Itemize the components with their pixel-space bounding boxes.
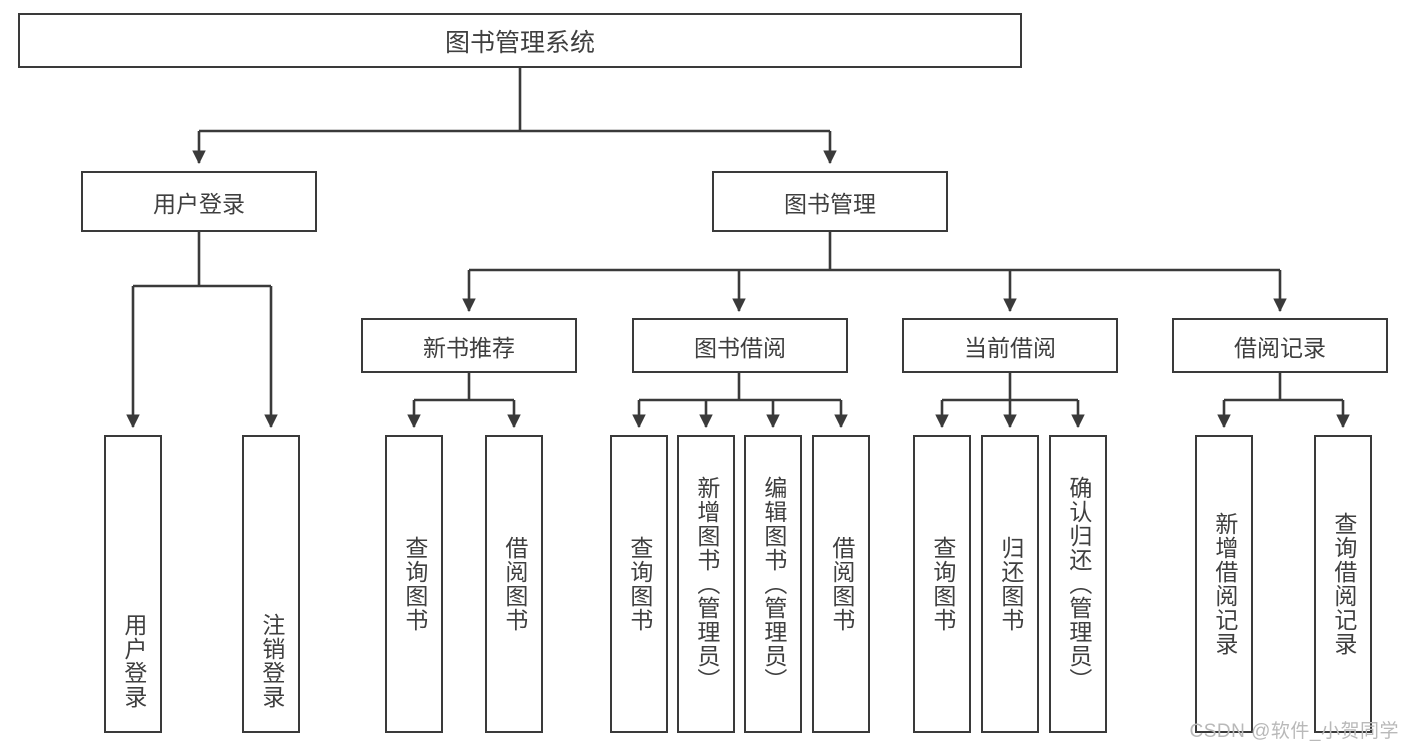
leaf-query-borrow-record-label: 查询借阅记录 (1330, 512, 1357, 656)
leaf-query-book-1-label: 查询图书 (401, 536, 428, 632)
leaf-confirm-return-admin-label: 确认归还（管理员） (1065, 476, 1092, 692)
leaf-logout-label: 注销登录 (258, 613, 285, 709)
leaf-add-borrow-record[interactable]: 新增借阅记录 (1195, 435, 1253, 733)
leaf-query-book-3[interactable]: 查询图书 (913, 435, 971, 733)
node-current-borrow[interactable]: 当前借阅 (902, 318, 1118, 373)
node-user-login[interactable]: 用户登录 (81, 171, 317, 232)
node-book-management[interactable]: 图书管理 (712, 171, 948, 232)
leaf-user-login-label: 用户登录 (120, 613, 147, 709)
node-book-management-label: 图书管理 (784, 190, 876, 217)
leaf-confirm-return-admin[interactable]: 确认归还（管理员） (1049, 435, 1107, 733)
leaf-add-book-admin-label: 新增图书（管理员） (693, 476, 720, 692)
leaf-query-borrow-record[interactable]: 查询借阅记录 (1314, 435, 1372, 733)
node-new-book-recommend-label: 新书推荐 (423, 334, 515, 361)
leaf-return-book[interactable]: 归还图书 (981, 435, 1039, 733)
leaf-query-book-2[interactable]: 查询图书 (610, 435, 668, 733)
leaf-query-book-3-label: 查询图书 (929, 536, 956, 632)
leaf-add-book-admin[interactable]: 新增图书（管理员） (677, 435, 735, 733)
leaf-logout[interactable]: 注销登录 (242, 435, 300, 733)
node-new-book-recommend[interactable]: 新书推荐 (361, 318, 577, 373)
leaf-borrow-book-2[interactable]: 借阅图书 (812, 435, 870, 733)
node-user-login-label: 用户登录 (153, 190, 245, 217)
leaf-return-book-label: 归还图书 (997, 536, 1024, 632)
leaf-edit-book-admin-label: 编辑图书（管理员） (760, 476, 787, 692)
node-book-borrow[interactable]: 图书借阅 (632, 318, 848, 373)
node-borrow-record[interactable]: 借阅记录 (1172, 318, 1388, 373)
node-borrow-record-label: 借阅记录 (1234, 334, 1326, 361)
node-root-label: 图书管理系统 (444, 28, 595, 57)
node-current-borrow-label: 当前借阅 (964, 334, 1056, 361)
leaf-borrow-book-2-label: 借阅图书 (828, 536, 855, 632)
watermark: CSDN @软件_小贺同学 (1189, 721, 1399, 742)
node-root[interactable]: 图书管理系统 (18, 13, 1022, 68)
leaf-borrow-book-1[interactable]: 借阅图书 (485, 435, 543, 733)
leaf-edit-book-admin[interactable]: 编辑图书（管理员） (744, 435, 802, 733)
leaf-add-borrow-record-label: 新增借阅记录 (1211, 512, 1238, 656)
leaf-query-book-2-label: 查询图书 (626, 536, 653, 632)
leaf-user-login[interactable]: 用户登录 (104, 435, 162, 733)
node-book-borrow-label: 图书借阅 (694, 334, 786, 361)
leaf-borrow-book-1-label: 借阅图书 (501, 536, 528, 632)
leaf-query-book-1[interactable]: 查询图书 (385, 435, 443, 733)
